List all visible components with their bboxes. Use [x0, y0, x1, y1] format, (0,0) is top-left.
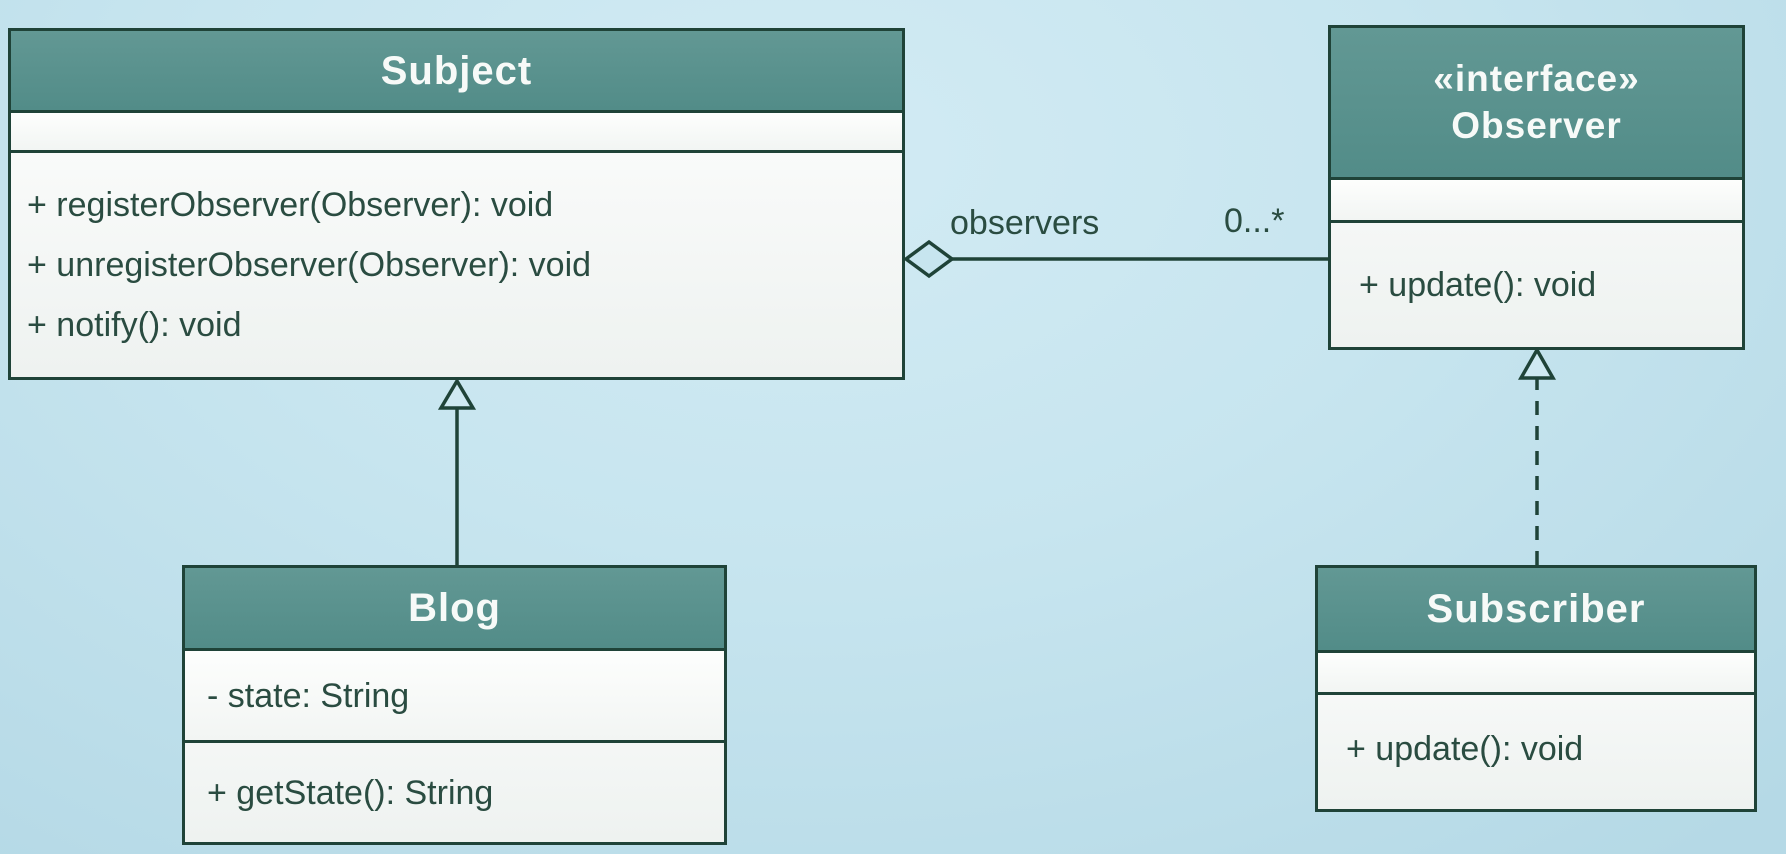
class-blog-header: Blog — [185, 568, 724, 651]
class-box-observer: «interface» Observer + update(): void — [1328, 25, 1745, 350]
class-subscriber-attributes-empty — [1318, 653, 1754, 695]
class-subject-attributes-empty — [11, 113, 902, 153]
class-box-subscriber: Subscriber + update(): void — [1315, 565, 1757, 812]
class-observer-name: Observer — [1451, 104, 1622, 146]
method-update: + update(): void — [1359, 266, 1597, 304]
aggregation-multiplicity-label: 0...* — [1224, 202, 1285, 240]
aggregation-role-label: observers — [950, 204, 1100, 242]
method-get-state: + getState(): String — [207, 773, 494, 812]
method-notify: + notify(): void — [27, 306, 242, 344]
attribute-state: - state: String — [207, 676, 410, 715]
class-observer-attributes-empty — [1331, 180, 1742, 223]
class-box-subject: Subject + registerObserver(Observer): vo… — [8, 28, 905, 380]
class-subscriber-name: Subscriber — [1426, 587, 1646, 631]
generalization-triangle-icon — [437, 377, 477, 410]
class-observer-header: «interface» Observer — [1331, 28, 1742, 180]
class-subject-methods: + registerObserver(Observer): void + unr… — [11, 153, 902, 377]
method-unregister-observer: + unregisterObserver(Observer): void — [27, 246, 592, 284]
class-subject-header: Subject — [11, 31, 902, 113]
class-box-blog: Blog - state: String + getState(): Strin… — [182, 565, 727, 845]
class-blog-methods: + getState(): String — [185, 743, 724, 842]
aggregation-diamond-icon — [903, 239, 955, 279]
class-blog-name: Blog — [408, 586, 501, 630]
class-observer-stereotype: «interface» — [1433, 58, 1640, 100]
class-observer-methods: + update(): void — [1331, 223, 1742, 347]
class-subscriber-methods: + update(): void — [1318, 695, 1754, 809]
class-subscriber-header: Subscriber — [1318, 568, 1754, 653]
method-register-observer: + registerObserver(Observer): void — [27, 186, 554, 224]
class-subject-name: Subject — [380, 48, 533, 93]
realization-triangle-icon — [1517, 346, 1557, 380]
class-blog-attributes: - state: String — [185, 651, 724, 743]
method-update: + update(): void — [1346, 730, 1584, 768]
